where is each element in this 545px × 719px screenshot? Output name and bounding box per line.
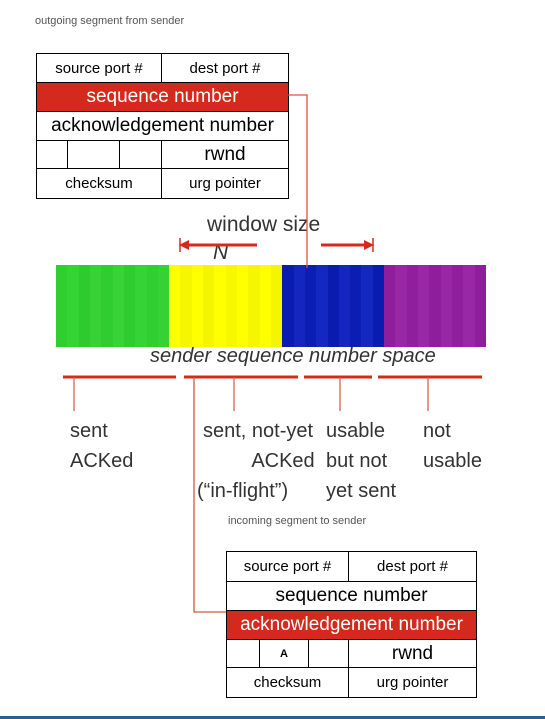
incoming-dest-port: dest port #	[348, 551, 477, 582]
incoming-checksum: checksum	[226, 667, 349, 698]
outgoing-rwnd: rwnd	[161, 140, 289, 169]
sequence-cell	[372, 265, 385, 347]
sequence-cell	[361, 265, 373, 347]
sequence-cell	[135, 265, 147, 347]
sequence-cell	[157, 265, 170, 347]
sequence-cell	[191, 265, 204, 347]
sequence-cell	[395, 265, 407, 347]
sequence-cell	[304, 265, 317, 347]
sequence-cell	[384, 265, 396, 347]
outgoing-urg-pointer: urg pointer	[161, 168, 289, 199]
incoming-caption: incoming segment to sender	[228, 515, 367, 527]
sequence-cell	[316, 265, 328, 347]
label-line: (“in-flight”)	[197, 480, 289, 502]
label-line: sent, not-yet	[202, 420, 314, 442]
seq-connector-line	[288, 94, 308, 268]
outgoing-sequence-number: sequence number	[36, 82, 289, 112]
label-line: sent	[70, 420, 108, 442]
window-arrow-left-head	[179, 240, 189, 250]
incoming-ack-flag: A	[259, 639, 309, 668]
label-line: not	[423, 420, 451, 442]
sequence-cell	[225, 265, 237, 347]
outgoing-flag-cell	[67, 140, 120, 169]
sequence-cell	[440, 265, 452, 347]
sequence-cell	[270, 265, 283, 347]
sequence-cell	[327, 265, 339, 347]
sequence-cell	[451, 265, 464, 347]
label-line: but not	[326, 450, 388, 472]
window-size-label: window size	[207, 213, 321, 236]
category-in-flight: sent, not-yet ACKed (“in-flight”)	[197, 416, 319, 506]
sequence-cell	[338, 265, 351, 347]
incoming-ack-number: acknowledgement number	[226, 610, 477, 640]
window-n-label: N	[213, 241, 229, 264]
incoming-flag-cell	[308, 639, 349, 668]
sequence-cell	[203, 265, 215, 347]
sequence-cell	[214, 265, 226, 347]
incoming-urg-pointer: urg pointer	[348, 667, 477, 698]
outgoing-flag-cell	[119, 140, 162, 169]
outgoing-source-port: source port #	[36, 53, 162, 83]
sequence-cell	[180, 265, 192, 347]
outgoing-segment: source port # dest port # sequence numbe…	[36, 53, 289, 199]
incoming-rwnd: rwnd	[348, 639, 477, 668]
outgoing-ack-number: acknowledgement number	[36, 111, 289, 141]
sequence-cell	[463, 265, 475, 347]
incoming-flag-cell	[226, 639, 260, 668]
sequence-cell	[259, 265, 271, 347]
outgoing-checksum: checksum	[36, 168, 162, 199]
sequence-cell	[169, 265, 181, 347]
category-usable: usable but not yet sent	[326, 416, 396, 506]
sequence-cell	[418, 265, 430, 347]
sequence-cell	[56, 265, 68, 347]
outgoing-dest-port: dest port #	[161, 53, 289, 83]
outgoing-caption: outgoing segment from sender	[35, 15, 185, 27]
footer-rule	[0, 716, 545, 719]
label-line: usable	[423, 450, 482, 472]
sequence-cell	[89, 265, 102, 347]
sequence-cell	[112, 265, 124, 347]
sequence-space-bar	[56, 265, 486, 347]
sequence-space-label: sender sequence number space	[150, 345, 436, 367]
sequence-cell	[293, 265, 305, 347]
category-sent-acked: sent ACKed	[70, 416, 133, 476]
outgoing-flag-cell	[36, 140, 68, 169]
sequence-cell	[146, 265, 158, 347]
sequence-cell	[248, 265, 260, 347]
label-line: ACKed	[70, 450, 134, 472]
label-line: ACKed	[251, 450, 315, 472]
label-line: yet sent	[326, 480, 397, 502]
incoming-sequence-number: sequence number	[226, 581, 477, 611]
sequence-cell	[101, 265, 113, 347]
sequence-cell	[67, 265, 79, 347]
incoming-segment: source port # dest port # sequence numbe…	[226, 551, 477, 698]
incoming-source-port: source port #	[226, 551, 349, 582]
label-line: usable	[326, 420, 385, 442]
sequence-cell	[406, 265, 418, 347]
sequence-cell	[474, 265, 486, 347]
sequence-cell	[350, 265, 362, 347]
sequence-cell	[282, 265, 294, 347]
sequence-cell	[123, 265, 136, 347]
window-arrow-right-head	[364, 240, 374, 250]
sequence-cell	[237, 265, 249, 347]
sequence-cell	[429, 265, 441, 347]
category-not-usable: not usable	[423, 416, 482, 476]
sequence-cell	[78, 265, 90, 347]
